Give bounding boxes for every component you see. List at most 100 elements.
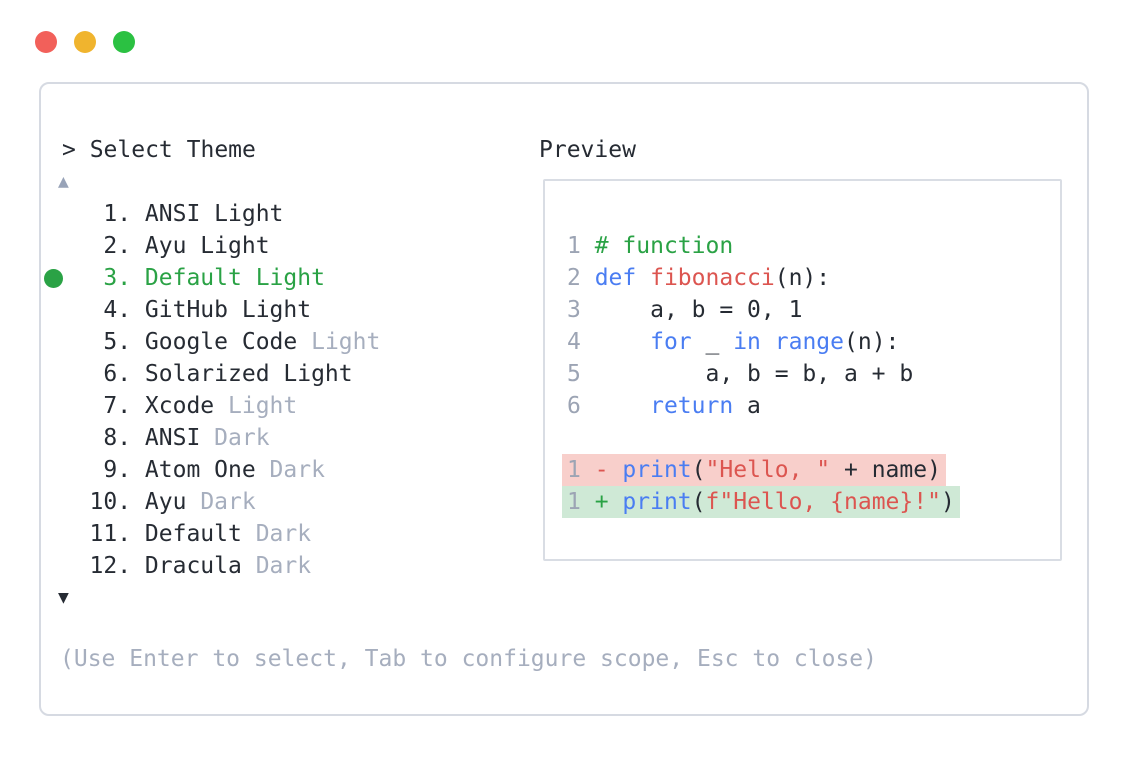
theme-option-number: 1. [89,201,145,227]
minimize-button[interactable] [74,31,96,53]
line-number: 2 [567,265,595,291]
scroll-down-icon[interactable]: ▼ [58,587,69,608]
code-token: a, b = b, a + b [594,361,914,387]
theme-option-label: GitHub Light [144,297,312,323]
code-token: print [622,489,692,515]
theme-picker-window: > Select Theme Preview ▲ 1. ANSI Light 2… [39,82,1089,716]
theme-option-8[interactable]: 8. ANSI Dark [48,422,380,454]
theme-option-label: Default [144,521,242,547]
theme-option-variant: Dark [255,457,325,483]
code-token [761,329,775,355]
theme-option-label: ANSI [144,425,201,451]
theme-option-11[interactable]: 11. Default Dark [48,518,380,550]
theme-option-number: 10. [89,489,145,515]
code-token: ) [940,489,955,515]
code-token: print [622,457,692,483]
theme-option-label: Xcode [144,393,215,419]
code-line: 5 a, b = b, a + b [567,358,960,390]
theme-option-label: Ayu [144,489,187,515]
code-line: 1 # function [567,230,960,262]
code-line: 4 for _ in range(n): [567,326,960,358]
code-line: 1 + print(f"Hello, {name}!") [562,486,960,518]
code-token: "Hello, " [705,457,831,483]
line-number: 6 [567,393,595,419]
code-token: # function [594,233,734,259]
theme-option-number: 7. [89,393,145,419]
theme-option-label: Default Light [144,265,325,291]
theme-option-variant: Dark [241,521,312,547]
code-token: a [733,393,761,419]
code-token [595,329,650,355]
zoom-button[interactable] [113,31,135,53]
code-token: + [594,489,609,515]
code-token: ( [691,457,706,483]
theme-option-label: Ayu Light [144,233,270,259]
theme-option-9[interactable]: 9. Atom One Dark [48,454,380,486]
theme-option-variant: Dark [241,553,312,579]
theme-option-7[interactable]: 7. Xcode Light [48,390,380,422]
window-controls [35,31,135,53]
theme-option-12[interactable]: 12. Dracula Dark [48,550,380,582]
close-button[interactable] [35,31,57,53]
theme-option-number: 8. [89,425,145,451]
theme-option-variant: Light [214,393,298,419]
code-token: (n): [844,329,900,355]
line-number: 1 [567,489,595,515]
code-token: ( [691,489,706,515]
line-number: 1 [567,457,595,483]
theme-option-5[interactable]: 5. Google Code Light [48,326,380,358]
scroll-up-icon[interactable]: ▲ [58,171,69,192]
theme-list: 1. ANSI Light 2. Ayu Light 3. Default Li… [44,198,380,582]
code-line: 2 def fibonacci(n): [567,262,960,294]
theme-option-number: 9. [89,457,145,483]
code-token: a, b = 0, 1 [594,297,803,323]
code-token: _ [691,329,734,355]
theme-option-10[interactable]: 10. Ayu Dark [48,486,380,518]
keyboard-hint: (Use Enter to select, Tab to configure s… [60,646,877,672]
theme-option-number: 6. [89,361,145,387]
theme-option-label: Solarized Light [144,361,353,387]
line-number: 3 [567,297,595,323]
code-token: (n): [774,265,831,291]
theme-option-1[interactable]: 1. ANSI Light [48,198,380,230]
code-line: 1 - print("Hello, " + name) [562,454,946,486]
code-token: f"Hello, {name}!" [705,489,941,515]
code-token [609,457,623,483]
code-line: 3 a, b = 0, 1 [567,294,960,326]
theme-option-number: 5. [89,329,145,355]
code-token: fibonacci [650,265,775,291]
theme-option-label: Google Code [144,329,298,355]
theme-option-number: 11. [89,521,145,547]
select-theme-prompt: > Select Theme [62,137,256,163]
code-token: for [650,329,692,355]
theme-option-variant: Light [297,329,381,355]
code-token: - [594,457,609,483]
theme-option-4[interactable]: 4. GitHub Light [48,294,380,326]
code-line: 6 return a [567,390,960,422]
line-number: 1 [567,233,595,259]
theme-option-2[interactable]: 2. Ayu Light [48,230,380,262]
theme-option-label: ANSI Light [144,201,284,227]
preview-title: Preview [539,137,636,163]
theme-option-variant: Dark [186,489,256,515]
theme-option-label: Atom One [144,457,256,483]
code-token: return [650,393,734,419]
theme-option-3[interactable]: 3. Default Light [44,262,380,294]
code-token: def [594,265,637,291]
code-token [595,393,650,419]
code-token: range [774,329,844,355]
code-line [567,422,960,454]
selected-indicator-icon [44,269,63,288]
code-token [609,489,623,515]
theme-option-number: 3. [89,265,145,291]
code-token: + name) [830,457,941,483]
theme-option-label: Dracula [144,553,242,579]
theme-option-6[interactable]: 6. Solarized Light [48,358,380,390]
theme-option-number: 12. [89,553,145,579]
theme-option-number: 4. [89,297,145,323]
theme-option-variant: Dark [200,425,270,451]
line-number: 5 [567,361,595,387]
line-number: 4 [567,329,595,355]
